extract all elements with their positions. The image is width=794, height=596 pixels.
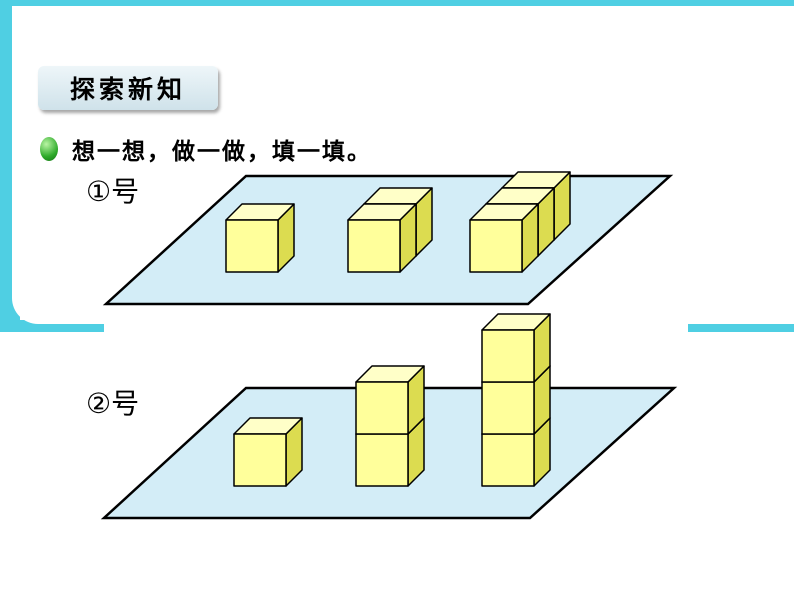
prompt-text: 想一想，做一做，填一填。 [72,138,372,165]
model-2-cubes [233,313,551,487]
frame-top-bar [0,0,794,8]
model-2-cube-3-2-front [481,381,535,435]
model-2-cube-2-2 [355,365,425,435]
model-2 [100,313,678,520]
model-1-cube-3-1 [469,203,539,273]
model-1-cube-2-1 [347,203,417,273]
model-2-cube-2-1-front [355,433,409,487]
model-2-label: ②号 [86,387,140,420]
model-2-cube-2-2-front [355,381,409,435]
model-1-cube-1-1 [225,203,295,273]
model-1-cube-3-1-front [469,219,523,273]
model-1 [102,171,674,306]
model-2-cube-1-1-front [233,433,287,487]
model-1-cube-1-1-front [225,219,279,273]
section-title-tag: 探索新知 [38,66,218,110]
model-2-cube-1-1 [233,417,303,487]
model-1-label: ①号 [86,175,140,208]
model-1-cubes [225,171,571,273]
green-bullet-icon [40,137,58,161]
model-2-cube-3-3 [481,313,551,383]
model-2-cube-3-3-front [481,329,535,383]
model-2-cube-3-1-front [481,433,535,487]
model-1-cube-2-1-front [347,219,401,273]
prompt-row: 想一想，做一做，填一填。 [40,132,372,166]
